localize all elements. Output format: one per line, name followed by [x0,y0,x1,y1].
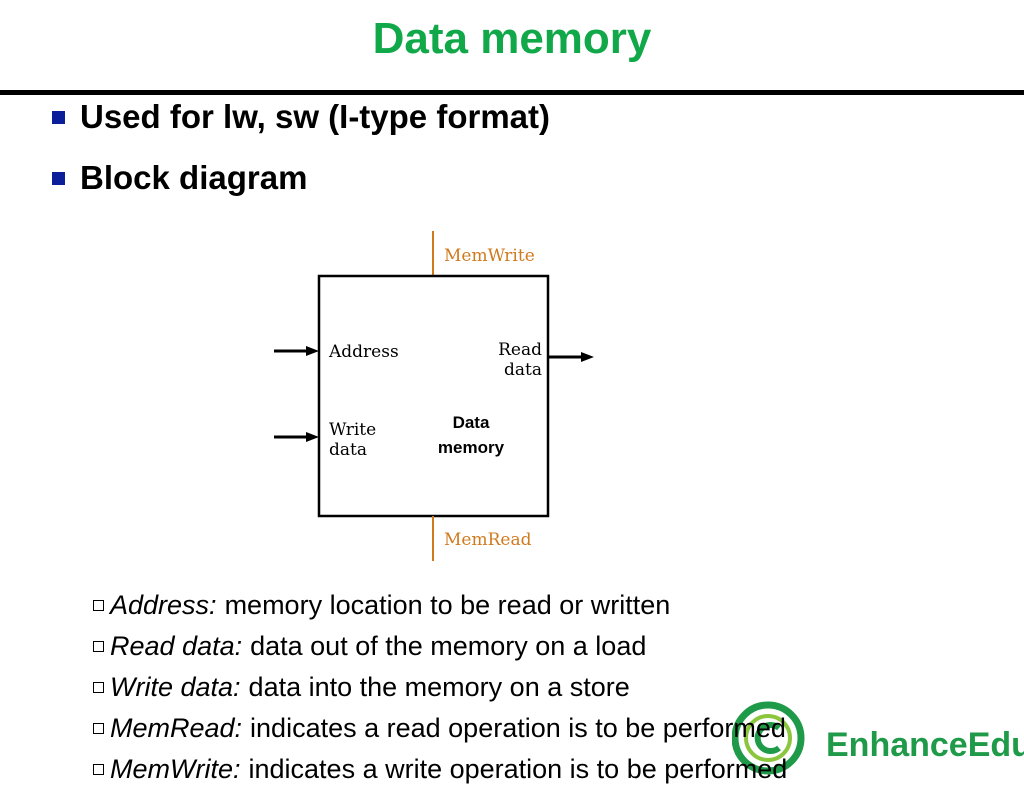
hollow-square-bullet-icon [93,723,104,734]
hollow-square-bullet-icon [93,600,104,611]
square-bullet-icon [52,110,65,124]
block-label-line1: Data [453,413,490,432]
definition-term: MemRead: [110,713,243,743]
definition-item: MemWrite: indicates a write operation is… [93,754,787,785]
definition-term: MemWrite: [110,754,241,784]
definition-item: MemRead: indicates a read operation is t… [93,713,786,744]
memread-label: MemRead [444,530,532,550]
hollow-square-bullet-icon [93,641,104,652]
definition-item: Address: memory location to be read or w… [93,590,670,621]
bullet-text: Used for lw, sw (I-type format) [80,98,550,135]
definition-desc: data into the memory on a store [248,672,630,702]
logo-text: EnhanceEdu [826,726,1024,764]
definition-desc: memory location to be read or written [224,590,671,620]
read-label-line1: Read [498,340,542,360]
data-memory-block-diagram: MemWrite Address Write data Read data Da… [274,231,594,561]
definition-term: Address: [110,590,217,620]
definition-desc: indicates a write operation is to be per… [248,754,788,784]
definition-desc: data out of the memory on a load [250,631,647,661]
definition-term: Read data: [110,631,243,661]
bullet-text: Block diagram [80,159,308,196]
bullet-item: Used for lw, sw (I-type format) [52,98,550,136]
bullet-item: Block diagram [52,159,307,197]
square-bullet-icon [52,171,65,185]
copyright-circle-icon [732,701,805,775]
arrowhead-icon [306,432,319,442]
address-label: Address [328,342,399,362]
hollow-square-bullet-icon [93,682,104,693]
read-label-line2: data [504,360,542,380]
definition-term: Write data: [110,672,241,702]
slide-title: Data memory [372,14,652,63]
write-label-line1: Write [329,420,376,440]
definition-item: Read data: data out of the memory on a l… [93,631,646,662]
definition-item: Write data: data into the memory on a st… [93,672,630,703]
definition-desc: indicates a read operation is to be perf… [250,713,786,743]
title-divider [0,90,1024,95]
write-label-line2: data [329,440,367,460]
arrowhead-icon [306,346,319,356]
memory-block [317,274,550,518]
block-label-line2: memory [438,438,505,457]
memwrite-label: MemWrite [444,246,535,266]
arrowhead-icon [581,352,594,362]
hollow-square-bullet-icon [93,764,104,775]
enhanceedu-logo: EnhanceEdu [732,701,1024,775]
